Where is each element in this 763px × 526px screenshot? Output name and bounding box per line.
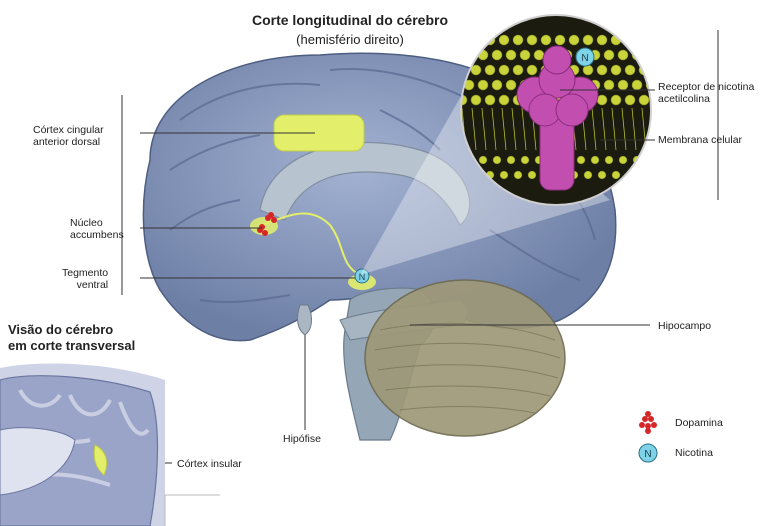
membrane-lipid-head	[611, 95, 621, 105]
nicotine-legend-letter: N	[644, 449, 651, 460]
membrane-lipid-head	[500, 171, 508, 179]
membrane-lipid-head	[513, 65, 523, 75]
membrane-lipid-head	[499, 65, 509, 75]
page-subtitle: (hemisfério direito)	[0, 32, 700, 47]
membrane-lipid-head	[521, 156, 529, 164]
membrane-lipid-head	[640, 171, 648, 179]
membrane-lipid-head	[605, 156, 613, 164]
label-membrana: Membrana celular	[658, 134, 742, 146]
inset-title: Visão do cérebro em corte transversal	[8, 322, 135, 354]
membrane-lipid-head	[591, 156, 599, 164]
membrane-lipid-head	[534, 50, 544, 60]
membrane-lipid-head	[520, 50, 530, 60]
membrane-lipid-head	[584, 171, 592, 179]
membrane-lipid-head	[646, 50, 656, 60]
membrane-lipid-head	[597, 65, 607, 75]
membrane-lipid-head	[485, 65, 495, 75]
label-tegmento-ventral: Tegmento ventral	[62, 267, 108, 291]
membrane-lipid-head	[514, 171, 522, 179]
membrane-lipid-head	[471, 95, 481, 105]
legend-dopamina: Dopamina	[675, 417, 723, 429]
membrane-lipid-head	[464, 50, 474, 60]
membrane-lipid-tail	[652, 108, 656, 150]
label-cortex-insular: Córtex insular	[177, 458, 242, 470]
label-nucleo-accumbens: Núcleo accumbens	[70, 217, 124, 241]
membrane-lipid-head	[506, 80, 516, 90]
membrane-lipid-head	[492, 50, 502, 60]
membrane-lipid-head	[618, 80, 628, 90]
membrane-lipid-head	[647, 156, 655, 164]
membrane-lipid-head	[632, 80, 642, 90]
membrane-lipid-head	[507, 156, 515, 164]
label-receptor: Receptor de nicotina acetilcolina	[658, 81, 754, 105]
membrane-lipid-head	[612, 171, 620, 179]
membrane-lipid-head	[527, 65, 537, 75]
membrane-lipid-head	[625, 95, 635, 105]
membrane-lipid-head	[604, 50, 614, 60]
membrane-lipid-head	[639, 95, 649, 105]
membrane-lipid-head	[506, 50, 516, 60]
membrane-lipid-head	[583, 65, 593, 75]
membrane-lipid-head	[618, 50, 628, 60]
label-cortex-cingular: Córtex cingular anterior dorsal	[33, 124, 104, 148]
dopamine-legend-icon	[639, 411, 657, 434]
membrane-lipid-head	[528, 171, 536, 179]
page-title: Corte longitudinal do cérebro	[0, 12, 700, 28]
membrane-lipid-head	[479, 156, 487, 164]
membrane-lipid-head	[611, 65, 621, 75]
membrane-lipid-head	[499, 95, 509, 105]
transverse-inset	[0, 364, 165, 526]
membrane-lipid-head	[577, 156, 585, 164]
membrane-lipid-head	[604, 80, 614, 90]
label-hipocampo: Hipocampo	[658, 320, 711, 332]
nicotine-marker-receptor-letter: N	[581, 53, 588, 64]
membrane-lipid-head	[478, 80, 488, 90]
membrane-lipid-head	[597, 95, 607, 105]
membrane-lipid-head	[485, 95, 495, 105]
pituitary	[298, 305, 312, 335]
membrane-lipid-head	[625, 65, 635, 75]
membrane-lipid-head	[492, 80, 502, 90]
label-hipofise: Hipófise	[283, 433, 321, 445]
membrane-lipid-head	[493, 156, 501, 164]
legend-nicotina: Nicotina	[675, 447, 713, 459]
membrane-lipid-head	[598, 171, 606, 179]
membrane-lipid-head	[619, 156, 627, 164]
